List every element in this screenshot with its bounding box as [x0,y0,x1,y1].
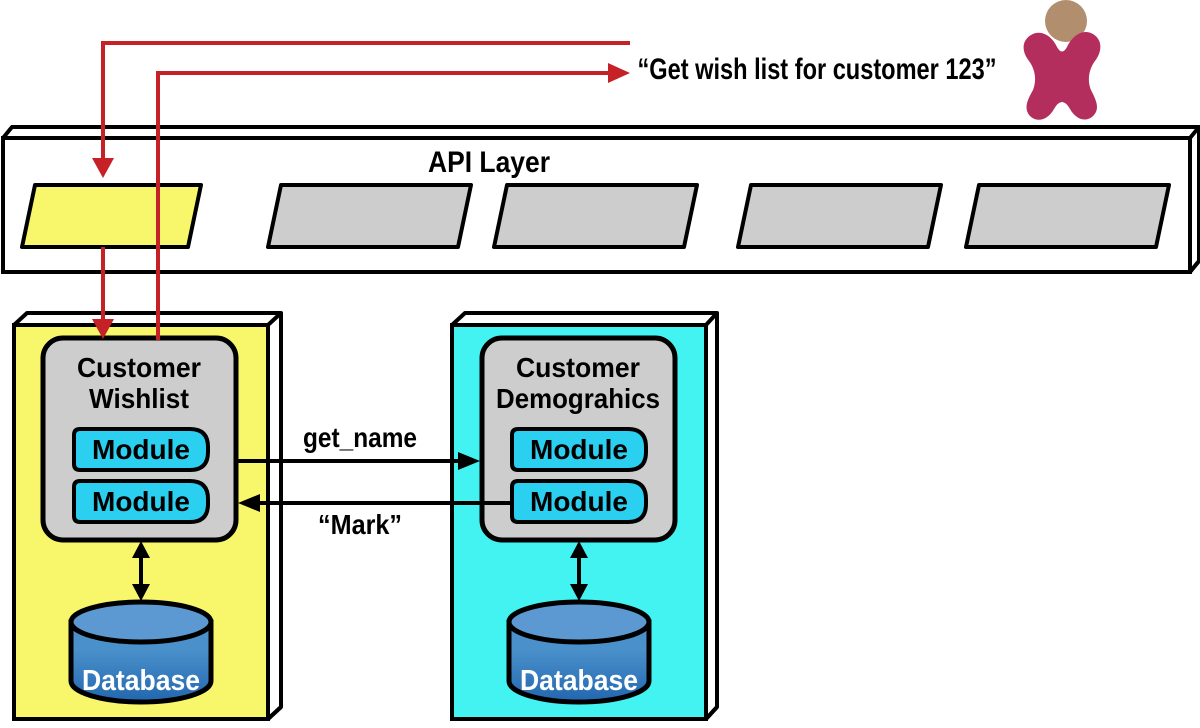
endpoint-to-service-line [92,247,114,339]
user-body [1023,31,1101,120]
user-request-arrowhead [92,158,114,178]
demographics-module-2-box [510,479,648,524]
wishlist-database-link-arrow [132,541,150,601]
service-response-arrowhead [608,63,630,83]
api-slab-bottom-right-edge [1188,259,1200,274]
user-request-label: “Get wish list for customer 123” [638,53,997,86]
user-request-line [92,41,630,178]
service-response-line [156,63,630,340]
user-head [1045,0,1087,42]
api-slab-top-right-edge [1188,125,1200,140]
wishlist-database-icon: Database [68,599,214,705]
wishlist-title-line1: Customer [77,352,201,383]
wishlist-box-bottom-right-edge [266,705,283,721]
demographics-title-line1: Customer [516,352,640,383]
endpoint-to-service-arrowhead [92,319,114,339]
wishlist-module-2-label: Module [92,486,190,517]
demographics-database-label: Database [520,665,638,697]
mark-response-label: “Mark” [318,509,402,540]
service-customer-demographics: Customer Demograhics Module Module Datab… [450,311,719,721]
demographics-database-link-arrow [570,541,588,601]
wishlist-database-label: Database [82,665,200,697]
wishlist-module-2-box [72,479,210,524]
user-icon [1023,0,1101,120]
api-endpoint-3 [492,183,699,249]
demographics-box-bottom-right-edge [704,705,719,721]
wishlist-module-1-label: Module [92,434,190,465]
demographics-module-2-label: Module [530,486,628,517]
demographics-title-line2: Demograhics [496,383,660,414]
api-layer-title: API Layer [428,146,550,179]
demographics-database-icon: Database [506,599,652,705]
api-endpoint-5 [964,183,1171,249]
wishlist-box-top-right-edge [266,311,283,327]
wishlist-module-1-box [72,427,210,472]
demographics-module-1-box [510,427,648,472]
get-name-call-label: get_name [303,422,417,453]
wishlist-title-line2: Wishlist [89,383,189,414]
api-endpoint-2 [266,183,473,249]
demographics-module-1-label: Module [530,434,628,465]
api-endpoint-wishlist [20,183,203,249]
get-name-call-arrow [234,452,480,470]
mark-response-arrow [238,494,512,512]
api-endpoint-4 [736,183,943,249]
service-customer-wishlist: Customer Wishlist Module Module Database [12,311,283,721]
demographics-box-top-right-edge [704,311,719,327]
